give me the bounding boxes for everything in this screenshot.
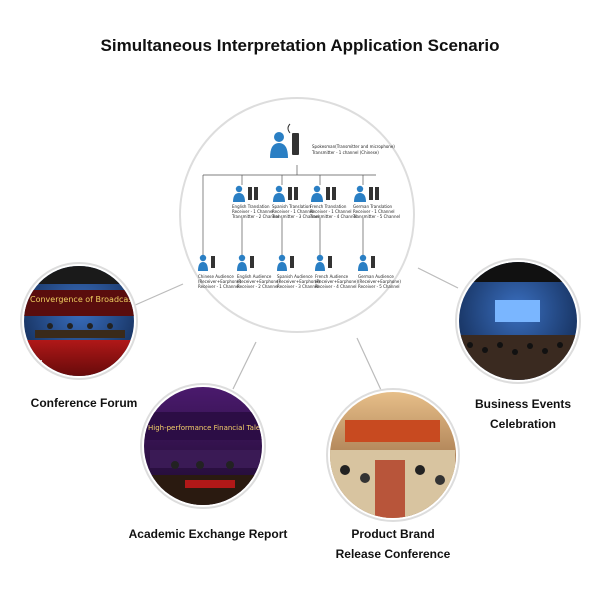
svg-text:Transmitter - 2 Channel: Transmitter - 2 Channel	[231, 214, 279, 219]
spokesman-line1: Spokesman(Transmitter and microphone)	[312, 144, 395, 149]
svg-text:Receiver - 5 Channel: Receiver - 5 Channel	[358, 284, 400, 289]
microphone-icon	[287, 123, 291, 134]
translator-body-icon	[354, 193, 366, 202]
audience-head-icon	[359, 254, 367, 262]
translator-head-icon	[313, 185, 321, 193]
svg-text:Spanish Translation: Spanish Translation	[272, 204, 311, 209]
transmitter-icon	[369, 187, 373, 200]
translator-head-icon	[356, 185, 364, 193]
svg-text:Receiver - 1 Channel: Receiver - 1 Channel	[353, 209, 395, 214]
translator-spanish: Spanish Translation Receiver - 1 Channel…	[271, 185, 319, 219]
svg-text:Transmitter - 5 Channel: Transmitter - 5 Channel	[352, 214, 400, 219]
business-events-photo	[455, 258, 581, 384]
svg-text:(Receiver+Earphone): (Receiver+Earphone)	[277, 279, 320, 284]
translator-body-icon	[233, 193, 245, 202]
translator-body-icon	[311, 193, 323, 202]
translator-nodes: English Translation Receiver - 1 Channel…	[231, 185, 400, 219]
audience-chinese: Chinese Audience (Receiver+Earphone) Rec…	[198, 254, 241, 289]
svg-text:(Receiver+Earphone): (Receiver+Earphone)	[237, 279, 280, 284]
audience-head-icon	[199, 254, 207, 262]
translator-body-icon	[273, 193, 285, 202]
conference-banner-text: Convergence of Broadcasting, Internet an…	[30, 295, 238, 304]
business-events-label: Business Events Celebration	[474, 397, 572, 431]
svg-text:French Audience: French Audience	[315, 274, 349, 279]
svg-text:(Receiver+Earphone): (Receiver+Earphone)	[315, 279, 358, 284]
audience-german: German Audience (Receiver+Earphone) Rece…	[358, 254, 401, 289]
receiver-icon	[290, 256, 294, 268]
audience-spanish: Spanish Audience (Receiver+Earphone) Rec…	[277, 254, 320, 289]
svg-text:Receiver - 2 Channel: Receiver - 2 Channel	[237, 284, 279, 289]
transmitter-icon	[326, 187, 330, 200]
connector-line-product	[356, 337, 382, 391]
academic-banner-text: High-performance Financial Talent Manage	[148, 424, 297, 432]
svg-text:Receiver - 1 Channel: Receiver - 1 Channel	[198, 284, 240, 289]
connector-line-business	[417, 267, 459, 289]
audience-body-icon	[358, 262, 368, 271]
audience-body-icon	[237, 262, 247, 271]
audience-body-icon	[315, 262, 325, 271]
svg-text:Receiver - 3 Channel: Receiver - 3 Channel	[277, 284, 319, 289]
academic-exchange-label: Academic Exchange Report	[128, 527, 288, 541]
svg-text:Receiver - 1 Channel: Receiver - 1 Channel	[310, 209, 352, 214]
translator-french: French Translation Receiver - 1 Channel …	[309, 185, 357, 219]
topology-circle	[179, 97, 415, 333]
svg-text:Chinese Audience: Chinese Audience	[198, 274, 234, 279]
svg-text:French Translation: French Translation	[310, 204, 347, 209]
spokesman-node: Spokesman(Transmitter and microphone) Tr…	[270, 123, 395, 158]
svg-text:English Translation: English Translation	[232, 204, 270, 209]
receiver-icon	[328, 256, 332, 268]
svg-text:German Audience: German Audience	[358, 274, 394, 279]
topology-wiring	[202, 165, 376, 255]
receiver-icon	[211, 256, 215, 268]
transmitter-icon	[288, 187, 292, 200]
svg-text:Transmitter - 3 Channel: Transmitter - 3 Channel	[271, 214, 319, 219]
academic-exchange-photo: High-performance Financial Talent Manage	[140, 383, 297, 509]
receiver-icon	[250, 256, 254, 268]
connector-lines	[132, 267, 459, 391]
conference-forum-label: Conference Forum	[30, 396, 138, 410]
product-brand-photo	[326, 388, 460, 522]
svg-text:Receiver - 4 Channel: Receiver - 4 Channel	[315, 284, 357, 289]
receiver-icon	[254, 187, 258, 200]
audience-head-icon	[316, 254, 324, 262]
connector-line-academic	[232, 341, 257, 390]
receiver-icon	[294, 187, 298, 200]
translator-german: German Translation Receiver - 1 Channel …	[352, 185, 400, 219]
translator-head-icon	[275, 185, 283, 193]
audience-nodes: Chinese Audience (Receiver+Earphone) Rec…	[198, 254, 401, 289]
audience-body-icon	[277, 262, 287, 271]
translator-english: English Translation Receiver - 1 Channel…	[231, 185, 279, 219]
svg-text:(Receiver+Earphone): (Receiver+Earphone)	[358, 279, 401, 284]
page-title: Simultaneous Interpretation Application …	[100, 36, 500, 55]
receiver-icon	[332, 187, 336, 200]
audience-head-icon	[238, 254, 246, 262]
connector-line-conference	[132, 283, 184, 307]
audience-head-icon	[278, 254, 286, 262]
audience-french: French Audience (Receiver+Earphone) Rece…	[315, 254, 358, 289]
svg-text:Receiver - 1 Channel: Receiver - 1 Channel	[232, 209, 274, 214]
svg-text:German Translation: German Translation	[353, 204, 393, 209]
svg-text:Transmitter - 4 Channel: Transmitter - 4 Channel	[309, 214, 357, 219]
receiver-icon	[375, 187, 379, 200]
translator-head-icon	[235, 185, 243, 193]
svg-text:Receiver - 1 Channel: Receiver - 1 Channel	[272, 209, 314, 214]
svg-text:(Receiver+Earphone): (Receiver+Earphone)	[198, 279, 241, 284]
product-brand-label: Product Brand Release Conference	[335, 527, 451, 561]
spokesman-head-icon	[274, 132, 284, 142]
spokesman-line2: Transmitter - 1 channel (Chinese)	[311, 150, 379, 155]
transmitter-icon	[248, 187, 252, 200]
svg-text:English Audience: English Audience	[237, 274, 272, 279]
audience-english: English Audience (Receiver+Earphone) Rec…	[237, 254, 280, 289]
spokesman-body-icon	[270, 143, 288, 158]
receiver-icon	[371, 256, 375, 268]
transmitter-icon	[292, 133, 299, 155]
audience-body-icon	[198, 262, 208, 271]
svg-text:Spanish Audience: Spanish Audience	[277, 274, 313, 279]
